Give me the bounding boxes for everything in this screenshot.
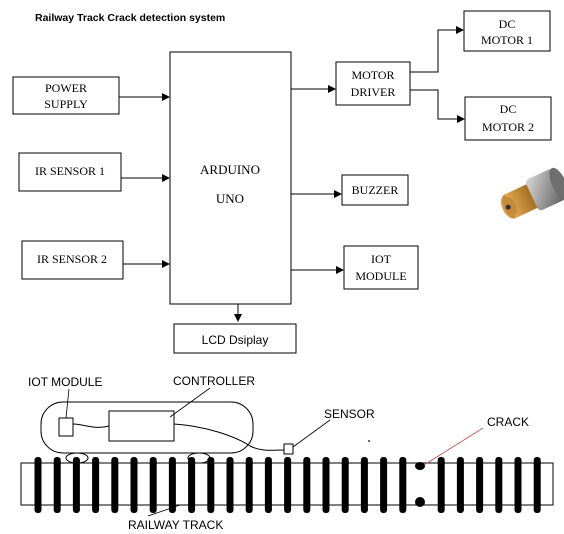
sensor-unit [284, 444, 293, 454]
ir-sensor-1-label: IR SENSOR 1 [35, 164, 105, 178]
motor-driver-block: MOTOR DRIVER [336, 62, 410, 105]
sleeper [111, 457, 118, 513]
crack-mark-bottom [415, 497, 425, 507]
module-label: MODULE [355, 269, 406, 283]
sleeper [399, 457, 406, 513]
sleeper [246, 457, 253, 513]
supply-label: SUPPLY [44, 97, 88, 111]
sleeper [380, 457, 387, 513]
sleeper [476, 457, 483, 513]
motor-label: MOTOR [351, 68, 394, 82]
sleeper [342, 457, 349, 513]
iot-module-unit [59, 418, 73, 436]
sleeper [54, 457, 61, 513]
driver-to-motor1-arrow [410, 30, 463, 72]
dc-motor-2-line2: MOTOR 2 [482, 120, 534, 134]
sleeper [35, 457, 42, 513]
railway-track-label: RAILWAY TRACK [128, 518, 223, 532]
controller-unit [109, 411, 174, 441]
crack-leader-line [424, 428, 483, 465]
sensor-leader-line [293, 420, 330, 447]
sleeper [169, 457, 176, 513]
dc-gear-motor-icon [496, 165, 564, 225]
ir-sensor-1-block: IR SENSOR 1 [19, 153, 121, 191]
dc-motor-1-block: DC MOTOR 1 [464, 11, 550, 51]
sleeper [207, 457, 214, 513]
sleeper [361, 457, 368, 513]
uno-label: UNO [216, 191, 244, 206]
iot-leader-line [66, 389, 69, 418]
stray-dot [368, 440, 370, 442]
iot-label: IOT [371, 252, 392, 266]
crack-track-label: CRACK [487, 415, 529, 429]
sleeper [265, 457, 272, 513]
lcd-label: LCD Dsiplay [202, 333, 269, 347]
sleeper [131, 457, 138, 513]
arduino-label: ARDUINO [200, 162, 260, 177]
controller-track-label: CONTROLLER [173, 374, 255, 388]
controller-sensor-wire [174, 424, 284, 450]
driver-label: DRIVER [351, 85, 396, 99]
sleeper [73, 457, 80, 513]
sleeper [323, 457, 330, 513]
ir-sensor-2-label: IR SENSOR 2 [37, 252, 107, 266]
dc-motor-2-block: DC MOTOR 2 [465, 97, 551, 140]
driver-to-motor2-arrow [410, 90, 464, 119]
sleeper [92, 457, 99, 513]
sensor-track-label: SENSOR [324, 407, 375, 421]
sleeper [457, 457, 464, 513]
iot-module-block: IOT MODULE [344, 246, 418, 289]
sleeper [534, 457, 541, 513]
ir-sensor-2-block: IR SENSOR 2 [22, 241, 123, 279]
sleeper [284, 457, 291, 513]
buzzer-block: BUZZER [342, 175, 408, 205]
power-supply-block: POWER SUPPLY [13, 77, 119, 114]
iot-controller-wire [73, 424, 109, 427]
dc-motor-1-line1: DC [499, 17, 516, 31]
sleeper [150, 457, 157, 513]
dc-motor-2-line1: DC [500, 102, 517, 116]
buzzer-label: BUZZER [352, 183, 399, 197]
sleeper [515, 457, 522, 513]
diagram-title: Railway Track Crack detection system [35, 12, 225, 24]
sleeper [227, 457, 234, 513]
iot-module-track-label: IOT MODULE [28, 375, 102, 389]
lcd-display-block: LCD Dsiplay [174, 324, 296, 353]
sleeper [303, 457, 310, 513]
dc-motor-1-line2: MOTOR 1 [481, 33, 533, 47]
track-illustration: IOT MODULE CONTROLLER SENSOR CRACK RAILW… [21, 374, 553, 532]
sleeper [438, 457, 445, 513]
crack-mark-top [415, 462, 425, 470]
arduino-uno-block: ARDUINO UNO [170, 52, 291, 304]
power-label: POWER [45, 81, 87, 95]
sleeper [495, 457, 502, 513]
sleeper [188, 457, 195, 513]
